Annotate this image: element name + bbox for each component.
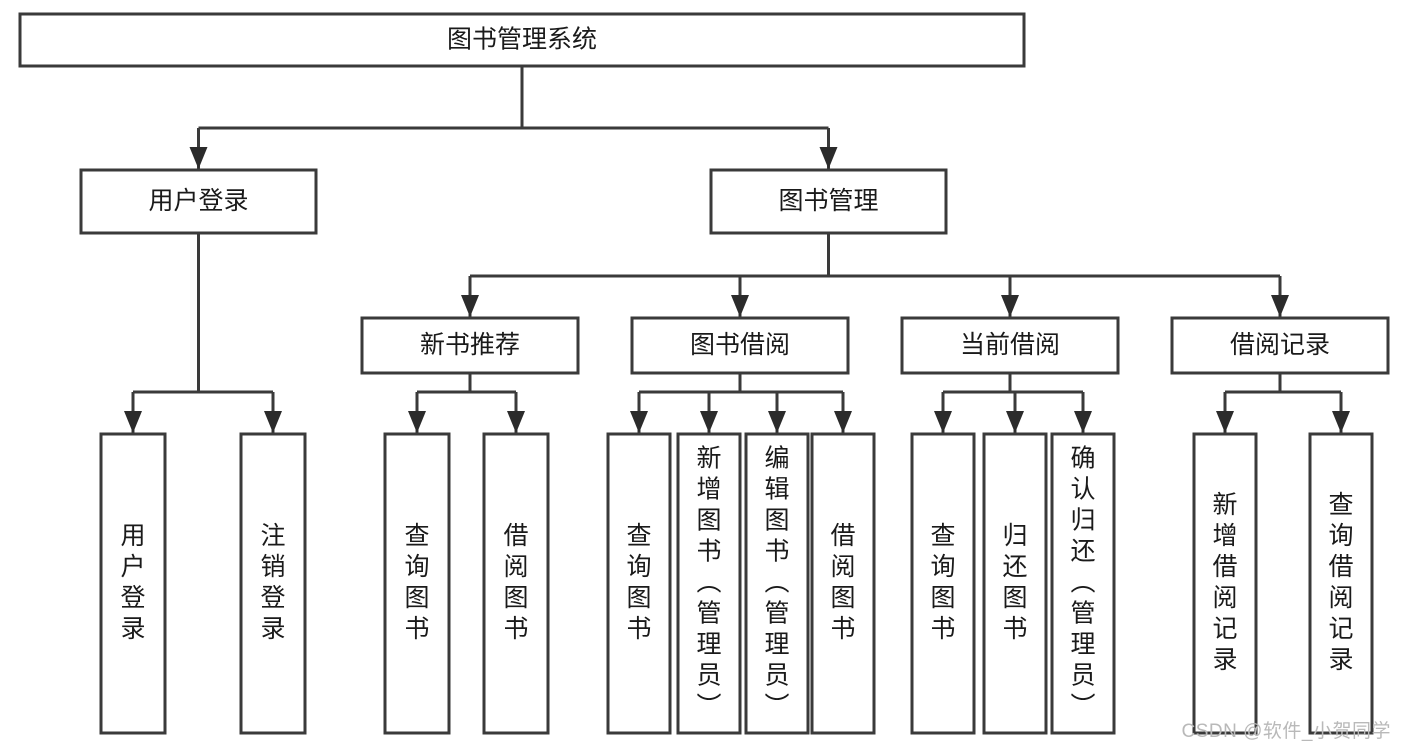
node-label-book-borrow: 图书借阅 <box>690 331 790 359</box>
node-leaf-borrow-book[interactable]: 借阅图书 <box>810 432 876 735</box>
node-box-leaf-logout <box>239 432 307 735</box>
arrow-head-icon <box>1216 411 1234 433</box>
node-current-borrow[interactable]: 当前借阅 <box>900 316 1120 375</box>
node-leaf-add-book[interactable]: 新增图书︵管理员︶ <box>676 432 742 735</box>
node-borrow-record[interactable]: 借阅记录 <box>1170 316 1390 375</box>
node-leaf-query-book-rec[interactable]: 查询图书 <box>383 432 451 735</box>
node-label-leaf-add-book: 新增图书︵管理员︶ <box>696 444 721 720</box>
node-book-manage[interactable]: 图书管理 <box>709 168 948 235</box>
node-label-leaf-query-record: 查询借阅记录 <box>1328 491 1353 674</box>
arrow-head-icon <box>819 147 838 169</box>
arrow-head-icon <box>1074 411 1092 433</box>
node-root[interactable]: 图书管理系统 <box>18 12 1026 68</box>
node-leaf-user-login[interactable]: 用户登录 <box>99 432 167 735</box>
node-label-leaf-user-login: 用户登录 <box>120 522 145 643</box>
arrow-head-icon <box>461 295 479 317</box>
node-box-book-manage <box>709 168 948 235</box>
node-leaf-query-record[interactable]: 查询借阅记录 <box>1308 432 1374 735</box>
node-box-leaf-add-book <box>676 432 742 735</box>
node-box-leaf-return-book <box>982 432 1048 735</box>
node-box-current-borrow <box>900 316 1120 375</box>
node-leaf-logout[interactable]: 注销登录 <box>239 432 307 735</box>
node-box-leaf-query-record <box>1308 432 1374 735</box>
node-label-user-login: 用户登录 <box>148 187 248 215</box>
node-box-leaf-query-book-rec <box>383 432 451 735</box>
node-box-book-borrow <box>630 316 850 375</box>
nodes-layer: 图书管理系统用户登录图书管理新书推荐图书借阅当前借阅借阅记录用户登录注销登录查询… <box>18 12 1390 735</box>
node-leaf-query-book-cur[interactable]: 查询图书 <box>910 432 976 735</box>
node-label-book-manage: 图书管理 <box>778 187 878 215</box>
arrow-head-icon <box>507 411 525 433</box>
node-leaf-query-book-borrow[interactable]: 查询图书 <box>606 432 672 735</box>
node-label-leaf-confirm-return: 确认归还︵管理员︶ <box>1070 444 1095 720</box>
node-box-new-book-recommend <box>360 316 580 375</box>
node-leaf-return-book[interactable]: 归还图书 <box>982 432 1048 735</box>
node-box-leaf-edit-book <box>744 432 810 735</box>
node-book-borrow[interactable]: 图书借阅 <box>630 316 850 375</box>
arrow-head-icon <box>189 147 208 169</box>
node-label-leaf-logout: 注销登录 <box>260 522 285 643</box>
node-box-leaf-add-record <box>1192 432 1258 735</box>
node-leaf-edit-book[interactable]: 编辑图书︵管理员︶ <box>744 432 810 735</box>
node-box-leaf-query-book-borrow <box>606 432 672 735</box>
arrow-head-icon <box>768 411 786 433</box>
node-label-leaf-return-book: 归还图书 <box>1002 522 1027 643</box>
arrow-head-icon <box>1006 411 1024 433</box>
node-box-leaf-user-login <box>99 432 167 735</box>
node-label-leaf-query-book-borrow: 查询图书 <box>626 522 651 643</box>
arrow-head-icon <box>700 411 718 433</box>
arrow-head-icon <box>1001 295 1019 317</box>
csdn-watermark: CSDN @软件_小贺同学 <box>1181 721 1391 742</box>
node-leaf-confirm-return[interactable]: 确认归还︵管理员︶ <box>1050 432 1116 735</box>
node-label-leaf-query-book-rec: 查询图书 <box>404 522 429 643</box>
arrow-head-icon <box>264 411 282 433</box>
node-label-leaf-add-record: 新增借阅记录 <box>1212 491 1237 674</box>
arrow-head-icon <box>124 411 142 433</box>
node-user-login[interactable]: 用户登录 <box>79 168 318 235</box>
arrow-head-icon <box>408 411 426 433</box>
node-leaf-add-record[interactable]: 新增借阅记录 <box>1192 432 1258 735</box>
node-box-root <box>18 12 1026 68</box>
node-label-current-borrow: 当前借阅 <box>960 331 1060 359</box>
node-label-leaf-query-book-cur: 查询图书 <box>930 522 955 643</box>
node-label-leaf-edit-book: 编辑图书︵管理员︶ <box>764 444 789 720</box>
node-label-leaf-borrow-book: 借阅图书 <box>830 522 855 643</box>
node-box-leaf-borrow-book-rec <box>482 432 550 735</box>
node-label-new-book-recommend: 新书推荐 <box>420 331 520 359</box>
arrow-head-icon <box>834 411 852 433</box>
node-box-leaf-confirm-return <box>1050 432 1116 735</box>
node-box-leaf-query-book-cur <box>910 432 976 735</box>
node-label-leaf-borrow-book-rec: 借阅图书 <box>503 522 528 643</box>
node-label-borrow-record: 借阅记录 <box>1230 331 1330 359</box>
arrow-head-icon <box>1332 411 1350 433</box>
arrow-head-icon <box>934 411 952 433</box>
arrow-head-icon <box>1271 295 1289 317</box>
node-leaf-borrow-book-rec[interactable]: 借阅图书 <box>482 432 550 735</box>
connector-links <box>124 66 1350 433</box>
node-box-user-login <box>79 168 318 235</box>
node-label-root: 图书管理系统 <box>447 26 597 54</box>
arrow-head-icon <box>731 295 749 317</box>
node-box-leaf-borrow-book <box>810 432 876 735</box>
node-new-book-recommend[interactable]: 新书推荐 <box>360 316 580 375</box>
arrow-head-icon <box>630 411 648 433</box>
node-box-borrow-record <box>1170 316 1390 375</box>
